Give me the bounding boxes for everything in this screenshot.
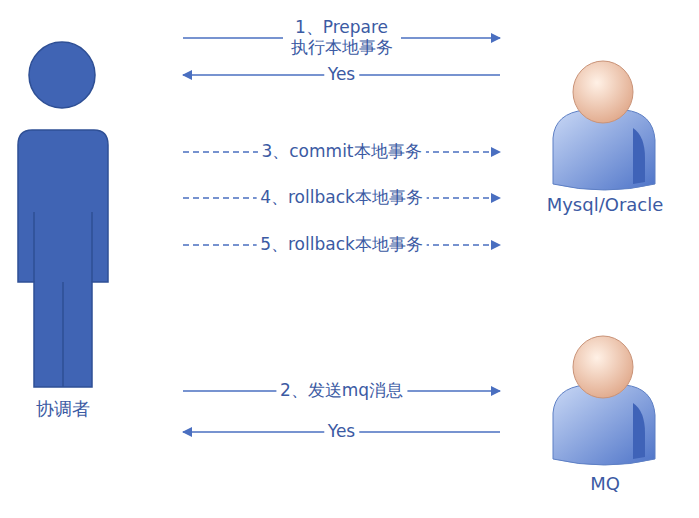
edge-label: 4、rollback本地事务: [256, 188, 427, 208]
node-label: Mysql/Oracle: [500, 194, 699, 215]
edge-label: 3、commit本地事务: [257, 142, 425, 162]
coordinator-node: 协调者: [10, 35, 183, 425]
edge-label: 5、rollback本地事务: [256, 235, 427, 255]
participant-node: Mysql/Oracle: [500, 58, 690, 226]
edge-label: 2、发送mq消息: [276, 381, 407, 401]
user-icon: [545, 58, 663, 198]
user-icon: [545, 333, 663, 473]
node-label: 协调者: [10, 397, 116, 421]
participant-node: MQ: [500, 333, 690, 501]
person-figure: [10, 37, 116, 389]
edge-label: Yes: [324, 422, 359, 442]
edge-label: Yes: [324, 65, 359, 85]
edge-label: 1、Prepare 执行本地事务: [283, 18, 401, 57]
node-label: MQ: [500, 473, 699, 494]
